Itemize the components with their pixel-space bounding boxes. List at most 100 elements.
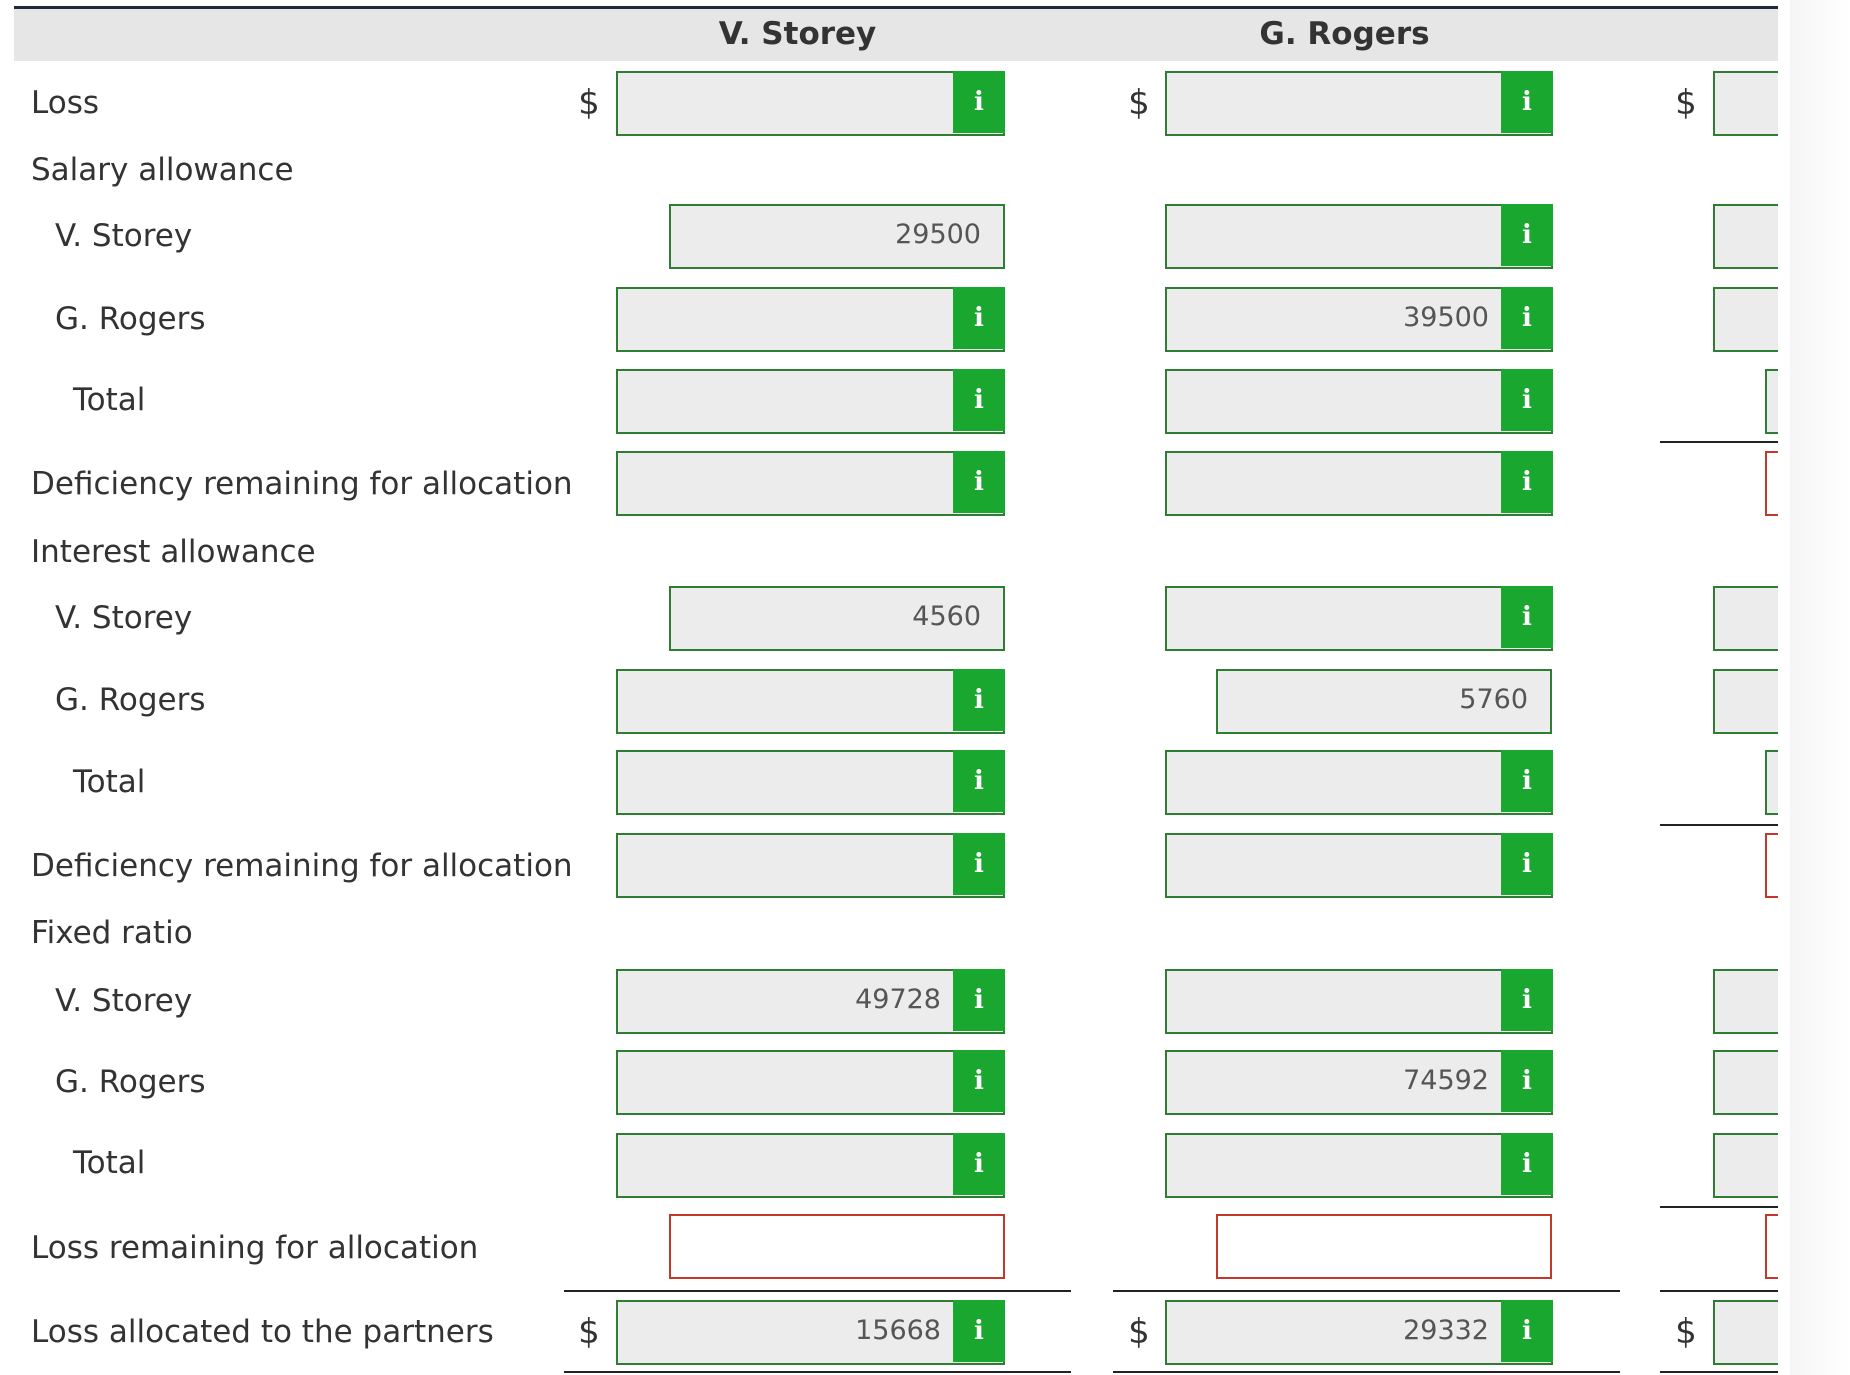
info-icon[interactable]: i — [1501, 833, 1553, 895]
currency-symbol: $ — [1128, 1312, 1150, 1352]
rogers-amount-input[interactable]: 74592 i — [1165, 1050, 1553, 1115]
rogers-amount-input[interactable]: i — [1165, 969, 1553, 1034]
info-icon[interactable]: i — [953, 451, 1005, 513]
rogers-amount-input[interactable]: i — [1165, 833, 1553, 898]
rogers-amount-input[interactable]: i — [1165, 750, 1553, 815]
info-icon[interactable]: i — [1501, 71, 1553, 133]
rogers-amount-input[interactable]: i — [1165, 71, 1553, 136]
row-label: G. Rogers — [55, 301, 206, 337]
rogers-amount-input[interactable]: 5760 — [1216, 669, 1552, 734]
total-underline — [1660, 1206, 1778, 1208]
column-header-rogers: G. Rogers — [1259, 16, 1430, 52]
currency-symbol: $ — [578, 83, 600, 123]
total-underline — [1660, 1290, 1778, 1292]
info-icon[interactable]: i — [953, 833, 1005, 895]
rogers-amount-input[interactable]: i — [1165, 204, 1553, 269]
storey-amount-input[interactable]: i — [616, 669, 1005, 734]
total-amount-input[interactable] — [1713, 669, 1778, 734]
row-label: Deficiency remaining for allocation — [31, 848, 573, 884]
info-icon[interactable]: i — [1501, 204, 1553, 266]
info-icon[interactable]: i — [953, 287, 1005, 349]
row-label: Interest allowance — [31, 534, 316, 570]
storey-amount-input[interactable]: i — [616, 1133, 1005, 1198]
info-icon[interactable]: i — [1501, 586, 1553, 648]
total-amount-input[interactable] — [1765, 369, 1778, 434]
row-label: G. Rogers — [55, 1064, 206, 1100]
total-underline — [564, 1290, 1071, 1292]
row-label: V. Storey — [55, 983, 193, 1019]
row-label: Salary allowance — [31, 152, 294, 188]
currency-symbol: $ — [1675, 1312, 1697, 1352]
storey-amount-input[interactable]: i — [616, 369, 1005, 434]
info-icon[interactable]: i — [953, 369, 1005, 431]
top-border — [14, 6, 1778, 10]
info-icon[interactable]: i — [1501, 969, 1553, 1031]
total-amount-input[interactable] — [1765, 451, 1778, 516]
storey-amount-input[interactable]: i — [616, 1050, 1005, 1115]
total-amount-input[interactable] — [1713, 1300, 1778, 1365]
row-label: Loss allocated to the partners — [31, 1314, 494, 1350]
row-label: V. Storey — [55, 218, 193, 254]
storey-amount-input[interactable]: i — [616, 750, 1005, 815]
info-icon[interactable]: i — [953, 1300, 1005, 1362]
total-underline — [1660, 441, 1778, 443]
rogers-amount-input[interactable]: i — [1165, 586, 1553, 651]
info-icon[interactable]: i — [953, 71, 1005, 133]
info-icon[interactable]: i — [953, 1050, 1005, 1112]
info-icon[interactable]: i — [1501, 369, 1553, 431]
row-label: Loss remaining for allocation — [31, 1230, 479, 1266]
storey-amount-input[interactable]: 29500 — [669, 204, 1005, 269]
field-value: 5760 — [1459, 684, 1528, 715]
rogers-amount-input[interactable]: i — [1165, 451, 1553, 516]
total-amount-input[interactable] — [1765, 833, 1778, 898]
currency-symbol: $ — [578, 1312, 600, 1352]
total-amount-input[interactable] — [1713, 1133, 1778, 1198]
row-label: Loss — [31, 85, 99, 121]
total-amount-input[interactable] — [1713, 71, 1778, 136]
total-amount-input[interactable] — [1765, 1214, 1778, 1279]
total-underline — [1660, 1371, 1778, 1373]
field-value: 29332 — [1403, 1315, 1489, 1346]
total-amount-input[interactable] — [1713, 287, 1778, 352]
column-header-band — [14, 9, 1778, 61]
storey-loss-remaining-input[interactable] — [669, 1214, 1005, 1279]
rogers-amount-input[interactable]: i — [1165, 369, 1553, 434]
total-amount-input[interactable] — [1713, 586, 1778, 651]
rogers-amount-input[interactable]: 39500 i — [1165, 287, 1553, 352]
info-icon[interactable]: i — [953, 969, 1005, 1031]
info-icon[interactable]: i — [1501, 451, 1553, 513]
row-label: V. Storey — [55, 600, 193, 636]
storey-amount-input[interactable]: i — [616, 833, 1005, 898]
total-amount-input[interactable] — [1713, 1050, 1778, 1115]
total-amount-input[interactable] — [1765, 750, 1778, 815]
storey-amount-input[interactable]: i — [616, 451, 1005, 516]
info-icon[interactable]: i — [1501, 1300, 1553, 1362]
info-icon[interactable]: i — [953, 669, 1005, 731]
info-icon[interactable]: i — [953, 750, 1005, 812]
rogers-allocated-input[interactable]: 29332 i — [1165, 1300, 1553, 1365]
total-underline — [564, 1371, 1071, 1373]
storey-amount-input[interactable]: i — [616, 287, 1005, 352]
row-label: Deficiency remaining for allocation — [31, 466, 573, 502]
info-icon[interactable]: i — [1501, 1050, 1553, 1112]
field-value: 74592 — [1403, 1065, 1489, 1096]
info-icon[interactable]: i — [953, 1133, 1005, 1195]
storey-amount-input[interactable]: i — [616, 71, 1005, 136]
row-label: Total — [73, 1145, 146, 1181]
field-value: 39500 — [1403, 302, 1489, 333]
total-underline — [1113, 1371, 1620, 1373]
currency-symbol: $ — [1128, 83, 1150, 123]
storey-amount-input[interactable]: 4560 — [669, 586, 1005, 651]
row-label: Total — [73, 764, 146, 800]
rogers-loss-remaining-input[interactable] — [1216, 1214, 1552, 1279]
total-amount-input[interactable] — [1713, 204, 1778, 269]
total-amount-input[interactable] — [1713, 969, 1778, 1034]
info-icon[interactable]: i — [1501, 750, 1553, 812]
info-icon[interactable]: i — [1501, 287, 1553, 349]
row-label: Fixed ratio — [31, 915, 193, 951]
row-label: Total — [73, 382, 146, 418]
rogers-amount-input[interactable]: i — [1165, 1133, 1553, 1198]
info-icon[interactable]: i — [1501, 1133, 1553, 1195]
